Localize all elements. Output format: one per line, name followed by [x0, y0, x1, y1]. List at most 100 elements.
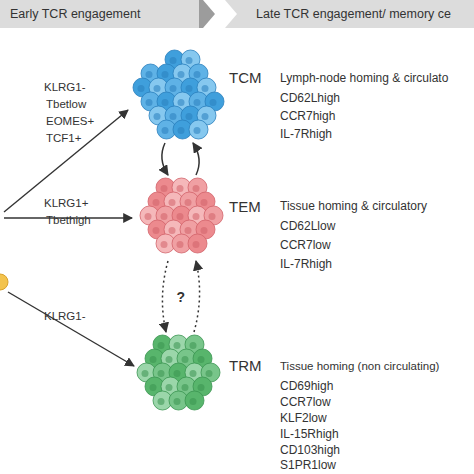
cell-nucleus — [194, 127, 201, 134]
cell-nucleus — [145, 213, 152, 220]
cell — [185, 391, 204, 410]
cell-nucleus — [161, 185, 168, 192]
cell-nucleus — [198, 356, 205, 363]
naive-cell — [0, 274, 8, 290]
transition-arrow — [162, 143, 168, 175]
subset-name: TEM — [229, 198, 261, 215]
cell-nucleus — [209, 213, 216, 220]
cell-nucleus — [150, 384, 157, 391]
cell-nucleus — [178, 71, 185, 78]
cell-nucleus — [201, 199, 208, 206]
cell-nucleus — [190, 370, 197, 377]
cell-nucleus — [161, 213, 168, 220]
cell-nucleus — [202, 113, 209, 120]
cell-nucleus — [194, 71, 201, 78]
cell-nucleus — [193, 185, 200, 192]
node-outline — [133, 50, 225, 140]
cell-nucleus — [170, 57, 177, 64]
cell-nucleus — [153, 199, 160, 206]
marker-text: CD103high — [280, 444, 340, 458]
homing-text: Lymph-node homing & circulato — [280, 72, 448, 86]
transition-arrow — [193, 143, 199, 175]
phase-banner: Late TCR engagement/ memory ce — [225, 0, 474, 28]
cell-nucleus — [146, 99, 153, 106]
cell-nucleus — [154, 85, 161, 92]
marker-label: EOMES+ — [46, 115, 94, 128]
cell-nucleus — [190, 342, 197, 349]
marker-label: Tbethigh — [46, 214, 91, 227]
cell-nucleus — [206, 370, 213, 377]
cell-nucleus — [162, 71, 169, 78]
cell-nucleus — [154, 113, 161, 120]
cell-nucleus — [174, 342, 181, 349]
cell-nucleus — [194, 99, 201, 106]
cell-nucleus — [162, 99, 169, 106]
cell-nucleus — [138, 85, 145, 92]
cell-nucleus — [158, 342, 165, 349]
cell-nucleus — [177, 213, 184, 220]
differentiation-arrow — [8, 292, 134, 366]
marker-text: IL-7Rhigh — [280, 128, 332, 142]
cell-nucleus — [170, 85, 177, 92]
cell-nucleus — [185, 199, 192, 206]
homing-text: Tissue homing (non circulating) — [280, 360, 439, 373]
cell — [188, 234, 207, 253]
cell-nucleus — [190, 398, 197, 405]
cell-cluster: TEMTissue homing & circulatoryCD62LlowCC… — [140, 178, 224, 258]
cell — [189, 120, 208, 139]
cell-nucleus — [161, 241, 168, 248]
marker-text: CCR7high — [280, 110, 335, 124]
transition-arrow — [162, 261, 168, 332]
marker-text: KLF2low — [280, 412, 327, 426]
marker-label: KLRG1- — [44, 81, 86, 94]
cell-nucleus — [170, 113, 177, 120]
cell-nucleus — [186, 85, 193, 92]
cell-nucleus — [178, 99, 185, 106]
cell-nucleus — [158, 370, 165, 377]
marker-text: IL-15Rhigh — [280, 428, 339, 442]
cell-nucleus — [142, 370, 149, 377]
marker-text: CCR7low — [280, 239, 331, 253]
cell-nucleus — [210, 99, 217, 106]
cell-nucleus — [178, 127, 185, 134]
cell-nucleus — [186, 57, 193, 64]
node-outline — [137, 335, 223, 417]
marker-text: CD62Llow — [280, 220, 335, 234]
cell-cluster: TCMLymph-node homing & circulatoCD62Lhig… — [133, 50, 225, 140]
cell-nucleus — [153, 227, 160, 234]
cell-nucleus — [177, 185, 184, 192]
cell-nucleus — [193, 213, 200, 220]
marker-label: KLRG1- — [44, 310, 86, 323]
cell-nucleus — [166, 356, 173, 363]
cell-nucleus — [202, 85, 209, 92]
banner-shape — [0, 0, 199, 28]
cell-nucleus — [193, 241, 200, 248]
cell-nucleus — [174, 398, 181, 405]
transition-arrow — [194, 261, 200, 332]
differentiation-arrow — [4, 110, 128, 212]
banner-text: Late TCR engagement/ memory ce — [256, 7, 451, 21]
cell-nucleus — [166, 384, 173, 391]
marker-text: CCR7low — [280, 396, 331, 410]
cell-nucleus — [201, 227, 208, 234]
marker-label: Tbetlow — [46, 98, 86, 111]
cell-nucleus — [150, 356, 157, 363]
cell-nucleus — [185, 227, 192, 234]
banner-shape — [225, 0, 474, 28]
cell-cluster: TRMTissue homing (non circulating)CD69hi… — [137, 335, 223, 417]
subset-name: TRM — [229, 357, 262, 374]
cell-nucleus — [174, 370, 181, 377]
cell-nucleus — [146, 71, 153, 78]
cell-nucleus — [182, 384, 189, 391]
marker-label: KLRG1+ — [44, 197, 88, 210]
edge-label: ? — [177, 289, 186, 305]
marker-label: TCF1+ — [46, 132, 81, 145]
cell-nucleus — [162, 127, 169, 134]
cell-nucleus — [186, 113, 193, 120]
marker-text: S1PR1low — [280, 459, 336, 473]
marker-text: CD69high — [280, 380, 333, 394]
cell-nucleus — [158, 398, 165, 405]
cell-nucleus — [177, 241, 184, 248]
